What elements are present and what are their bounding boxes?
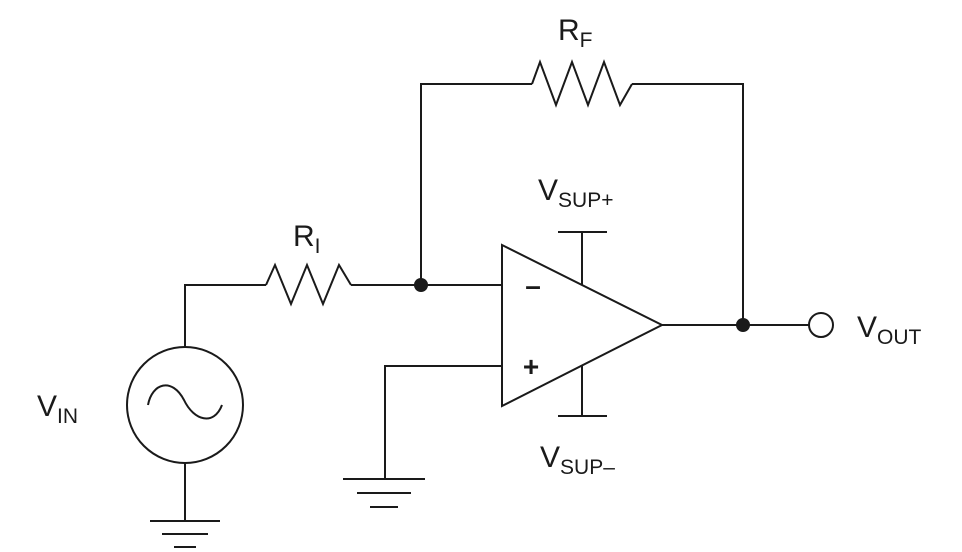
opamp-ground-symbol [343,478,425,508]
input-wire [184,284,266,348]
input-resistor [265,262,352,307]
feedback-resistor [531,59,633,108]
feedback-wire-right [632,83,744,325]
negative-supply-pin [558,366,607,417]
source-ground-symbol [150,520,220,548]
ac-source-circle [126,346,244,464]
inverting-input-sign: – [525,270,541,301]
input-source-label: VIN [37,390,78,428]
positive-supply-pin [558,231,607,285]
output-label: VOUT [857,311,922,349]
positive-supply-label: VSUP+ [538,174,613,212]
input-resistor-label: RI [293,220,321,258]
feedback-resistor-label: RF [558,14,593,52]
sine-wave-icon [147,384,223,420]
output-node-junction [736,318,750,332]
inverting-node-junction [414,278,428,292]
negative-supply-label: VSUP– [540,441,615,479]
non-inverting-input-wire [384,365,502,479]
output-terminal [808,312,834,338]
feedback-wire [420,83,532,285]
non-inverting-input-sign: + [523,351,539,382]
